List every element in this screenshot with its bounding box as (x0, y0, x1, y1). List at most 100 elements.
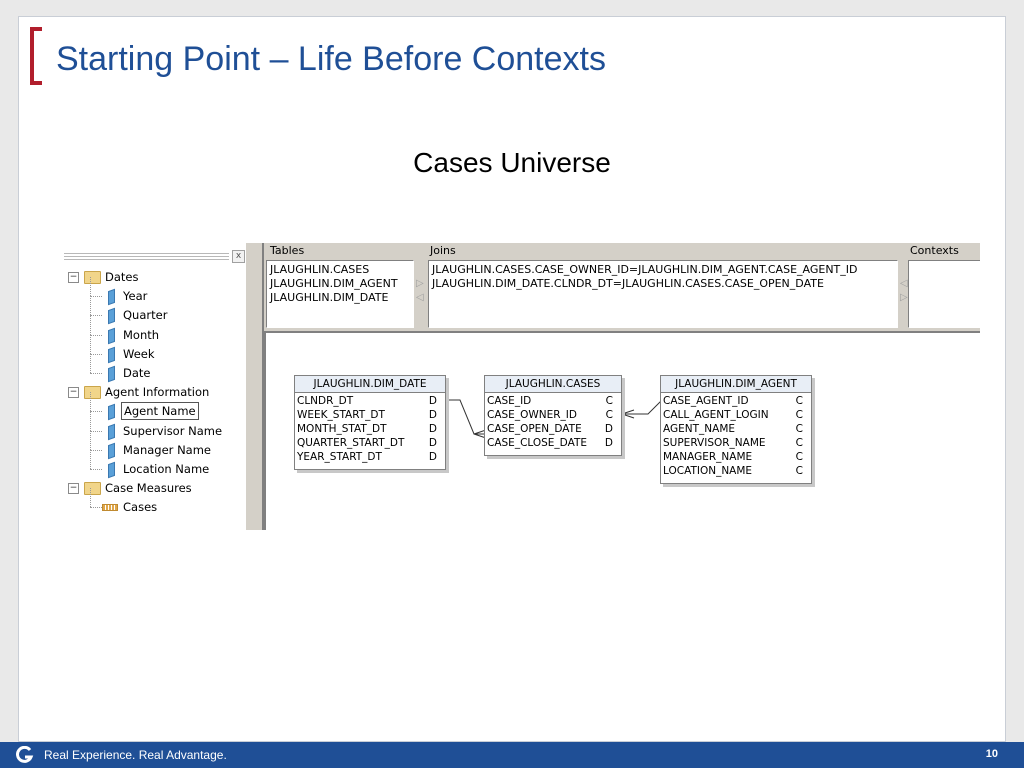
dimension-icon (108, 423, 115, 440)
table-list-item[interactable]: JLAUGHLIN.DIM_DATE (270, 291, 389, 304)
tree-connector (90, 392, 91, 412)
pane-splitter[interactable] (246, 243, 264, 530)
tree-object-item[interactable]: Agent Name (60, 392, 246, 421)
footer-bar: Real Experience. Real Advantage. 10 (0, 742, 1024, 768)
column-name: LOCATION_NAME (663, 465, 753, 477)
universe-subtitle: Cases Universe (413, 147, 611, 178)
tree-connector (90, 411, 102, 413)
tree-object-item[interactable]: Manager Name (60, 430, 246, 460)
tree-connector (90, 296, 91, 316)
tree-object-item[interactable]: Supervisor Name (60, 411, 246, 440)
tree-folder-item[interactable]: − Dates (60, 269, 246, 285)
tree-object-item[interactable]: Cases (60, 488, 246, 515)
move-arrows[interactable]: ▷◁ (416, 278, 424, 303)
dimension-icon (108, 461, 115, 479)
table-column[interactable]: AGENT_NAME C (661, 422, 811, 436)
column-name: CASE_ID (487, 395, 532, 407)
company-logo-icon (16, 746, 34, 763)
column-type: D (604, 423, 613, 435)
tree-connector (90, 449, 102, 451)
tree-item-label: Supervisor Name (123, 423, 223, 438)
tree-item-label: Quarter (123, 308, 168, 323)
tree-connector (90, 315, 91, 335)
column-name: MONTH_STAT_DT (297, 423, 387, 435)
dimension-icon (108, 288, 115, 306)
table-column[interactable]: LOCATION_NAME C (661, 464, 811, 478)
tree-object-item[interactable]: Year (60, 277, 246, 306)
collapse-toggle-icon[interactable]: − (68, 272, 79, 283)
folder-open-icon (84, 386, 101, 400)
column-name: WEEK_START_DT (297, 409, 385, 421)
tree-folder-item[interactable]: −Agent Information (60, 384, 246, 400)
joins-list[interactable]: JLAUGHLIN.CASES.CASE_OWNER_ID=JLAUGHLIN.… (428, 260, 898, 328)
dimension-icon (108, 365, 115, 383)
tree-connector (90, 277, 91, 297)
column-name: CALL_AGENT_LOGIN (663, 409, 769, 421)
table-list-item[interactable]: JLAUGHLIN.DIM_AGENT (270, 277, 398, 290)
column-name: AGENT_NAME (663, 423, 736, 435)
tree-item-label: Manager Name (123, 442, 211, 457)
table-column[interactable]: SUPERVISOR_NAME C (661, 436, 811, 450)
tree-folder-item[interactable]: −Case Measures (60, 480, 246, 496)
tree-item-label: Agent Name (121, 402, 199, 421)
tree-item-label: Dates (105, 270, 139, 284)
collapse-toggle-icon[interactable]: − (68, 387, 79, 399)
tree-object-item[interactable]: Quarter (60, 296, 246, 325)
tables-label: Tables (270, 244, 305, 257)
tree-item-label: Date (123, 366, 151, 380)
join-line-date-cases (446, 399, 487, 439)
tree-item-label: Month (123, 327, 160, 342)
contexts-list[interactable] (908, 260, 980, 328)
pane-grip (64, 256, 229, 257)
splitter-line (262, 243, 264, 530)
join-list-item[interactable]: JLAUGHLIN.DIM_DATE.CLNDR_DT=JLAUGHLIN.CA… (432, 277, 824, 290)
folder-open-icon (84, 482, 101, 496)
dimension-icon (108, 442, 115, 460)
dimension-icon (108, 404, 115, 421)
column-name: QUARTER_START_DT (297, 437, 405, 449)
page-title: Starting Point – Life Before Contexts (56, 40, 606, 78)
tree-object-item[interactable]: Week (60, 334, 246, 364)
column-type: C (795, 465, 803, 477)
tree-connector (90, 450, 91, 469)
column-type: C (795, 423, 803, 435)
tables-list[interactable]: JLAUGHLIN.CASES JLAUGHLIN.DIM_AGENT JLAU… (266, 260, 414, 328)
joins-label: Joins (430, 244, 456, 257)
close-pane-button[interactable]: x (232, 250, 245, 263)
column-type: D (428, 409, 437, 421)
tree-object-item[interactable]: Month (60, 315, 246, 344)
footer-tagline: Real Experience. Real Advantage. (44, 748, 227, 762)
tree-connector (90, 373, 102, 374)
collapse-toggle-icon[interactable]: − (68, 483, 79, 495)
join-list-item[interactable]: JLAUGHLIN.CASES.CASE_OWNER_ID=JLAUGHLIN.… (432, 263, 858, 276)
tree-object-item[interactable]: Location Name (60, 450, 246, 479)
column-type: C (795, 437, 803, 449)
move-arrows[interactable]: ◁▷ (900, 278, 908, 303)
tree-item-label: Location Name (123, 462, 210, 476)
column-type: C (795, 395, 803, 407)
tree-object-item[interactable]: Date (60, 354, 246, 383)
table-column[interactable]: WEEK_START_DT D (295, 408, 445, 422)
column-type: C (605, 409, 613, 421)
column-name: SUPERVISOR_NAME (663, 437, 766, 449)
pane-grip (64, 253, 229, 254)
table-list-item[interactable]: JLAUGHLIN.CASES (270, 263, 370, 276)
